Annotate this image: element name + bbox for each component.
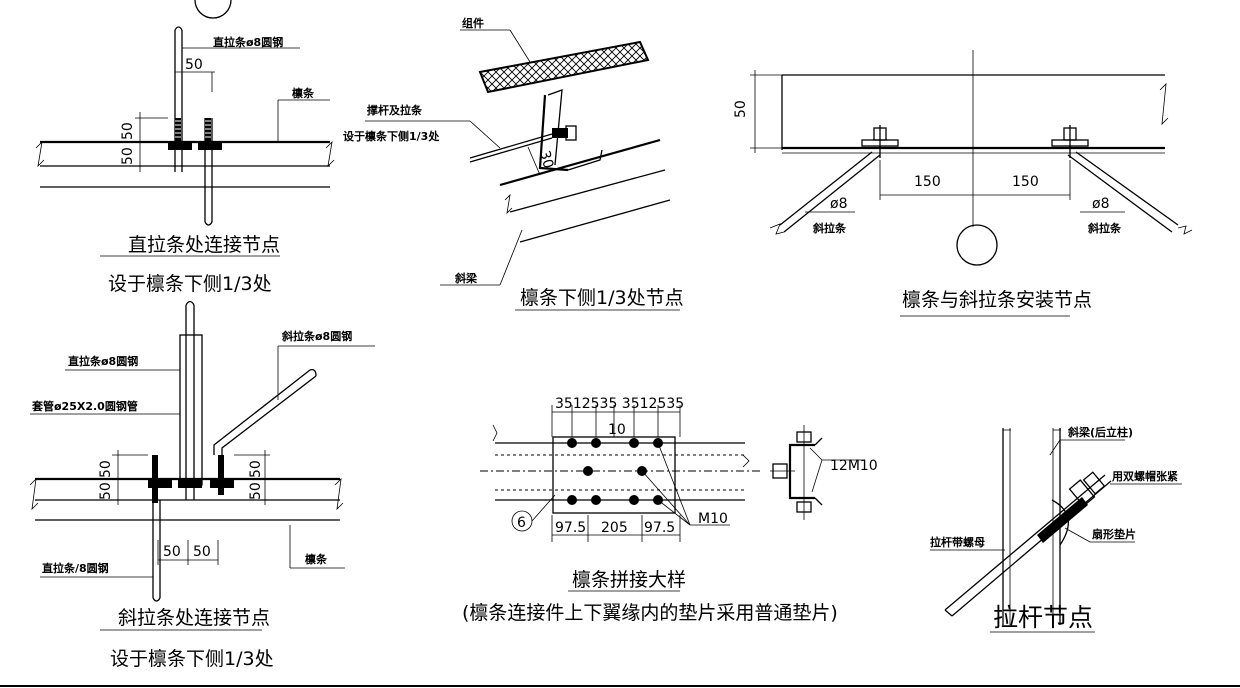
tr-washer-label: 扇形垫片	[1092, 527, 1136, 541]
dt-dim-6: 50	[193, 544, 211, 560]
dt-sleeve-label: 套管ø25X2.0圆钢管	[32, 399, 138, 413]
vt-dim-1: 50	[120, 122, 136, 140]
sp-marker: 6	[517, 515, 526, 531]
dt-subtitle: 设于檩条下侧1/3处	[110, 648, 274, 670]
sp-bottom-1: 97.5	[555, 520, 586, 536]
tr-title: 拉杆节点	[993, 603, 1093, 632]
in-dim-50: 50	[733, 100, 749, 118]
dt-vert-label: 直拉条ø8圆钢	[68, 354, 138, 368]
tr-nut-label: 用双螺帽张紧	[1112, 469, 1178, 483]
sp-bolt-label-2: M10	[698, 511, 728, 527]
in-dim-150b: 150	[1012, 174, 1039, 190]
detail-tie-rod: 斜梁(后立柱) 用双螺帽张紧 拉杆带螺母 扇形垫片 拉杆节点	[930, 425, 1182, 633]
in-label-right: 斜拉条	[1087, 221, 1122, 235]
in-rod-left: ø8	[830, 196, 847, 212]
lt-strut-label: 撑杆及拉条	[367, 103, 423, 117]
detail-vertical-tie: 直拉条ø8圆钢 檩条 50 50 50 直拉条处连接节点 设于檩条下侧1/3处	[35, 0, 335, 295]
detail-install: 50 150 150 ø8 ø8 斜拉条 斜拉条 檩条与斜拉条安装节点	[733, 50, 1193, 317]
vt-dim-top: 50	[185, 57, 203, 73]
dt-diag-label: 斜拉条ø8圆钢	[281, 329, 352, 343]
dt-dim-3: 50	[248, 460, 264, 478]
tr-rod-label: 拉杆带螺母	[930, 535, 985, 549]
in-title: 檩条与斜拉条安装节点	[902, 289, 1092, 311]
lt-strut-note: 设于檩条下侧1/3处	[343, 129, 440, 143]
lt-panel-label: 组件	[462, 16, 484, 30]
dt-vert2-label: 直拉条/8圆钢	[42, 561, 109, 575]
vt-subtitle: 设于檩条下侧1/3处	[108, 273, 272, 295]
sp-title: 檩条拼接大样	[572, 569, 686, 591]
sp-top-dims: 3512535 3512535	[555, 396, 684, 412]
vt-title: 直拉条处连接节点	[128, 234, 280, 256]
dt-dim-2: 50	[98, 482, 114, 500]
sp-bottom-3: 97.5	[644, 520, 675, 536]
detail-lower-third: 组件 撑杆及拉条 设于檩条下侧1/3处 30 斜梁 檩条下侧1/3处节点	[343, 16, 684, 311]
dt-dim-4: 50	[248, 482, 264, 500]
detail-diagonal-tie: 斜拉条ø8圆钢 直拉条ø8圆钢 套管ø25X2.0圆钢管 檩条 直拉条/8圆钢 …	[29, 300, 375, 670]
in-dim-150a: 150	[914, 174, 941, 190]
dt-dim-5: 50	[163, 544, 181, 560]
vt-dim-2: 50	[120, 147, 136, 165]
sp-dim-mid: 10	[608, 422, 626, 438]
tr-beam-label: 斜梁(后立柱)	[1067, 425, 1133, 439]
sp-bottom-2: 205	[601, 520, 628, 536]
lt-beam-label: 斜梁	[454, 271, 478, 285]
detail-splice: 3512535 3512535 10 97.5 205 97.5 12M10 M…	[462, 396, 878, 624]
vt-purlin-label: 檩条	[292, 86, 315, 100]
in-rod-right: ø8	[1092, 196, 1109, 212]
sp-note: (檩条连接件上下翼缘内的垫片采用普通垫片)	[462, 602, 838, 624]
sp-bolt-label: 12M10	[830, 458, 878, 474]
dt-purlin-label: 檩条	[305, 552, 328, 566]
dt-dim-1: 50	[98, 460, 114, 478]
dt-title: 斜拉条处连接节点	[118, 607, 270, 629]
in-label-left: 斜拉条	[812, 221, 847, 235]
vt-rod-label: 直拉条ø8圆钢	[213, 35, 283, 49]
lt-title: 檩条下侧1/3处节点	[520, 287, 684, 309]
lt-dim: 30	[536, 149, 556, 170]
